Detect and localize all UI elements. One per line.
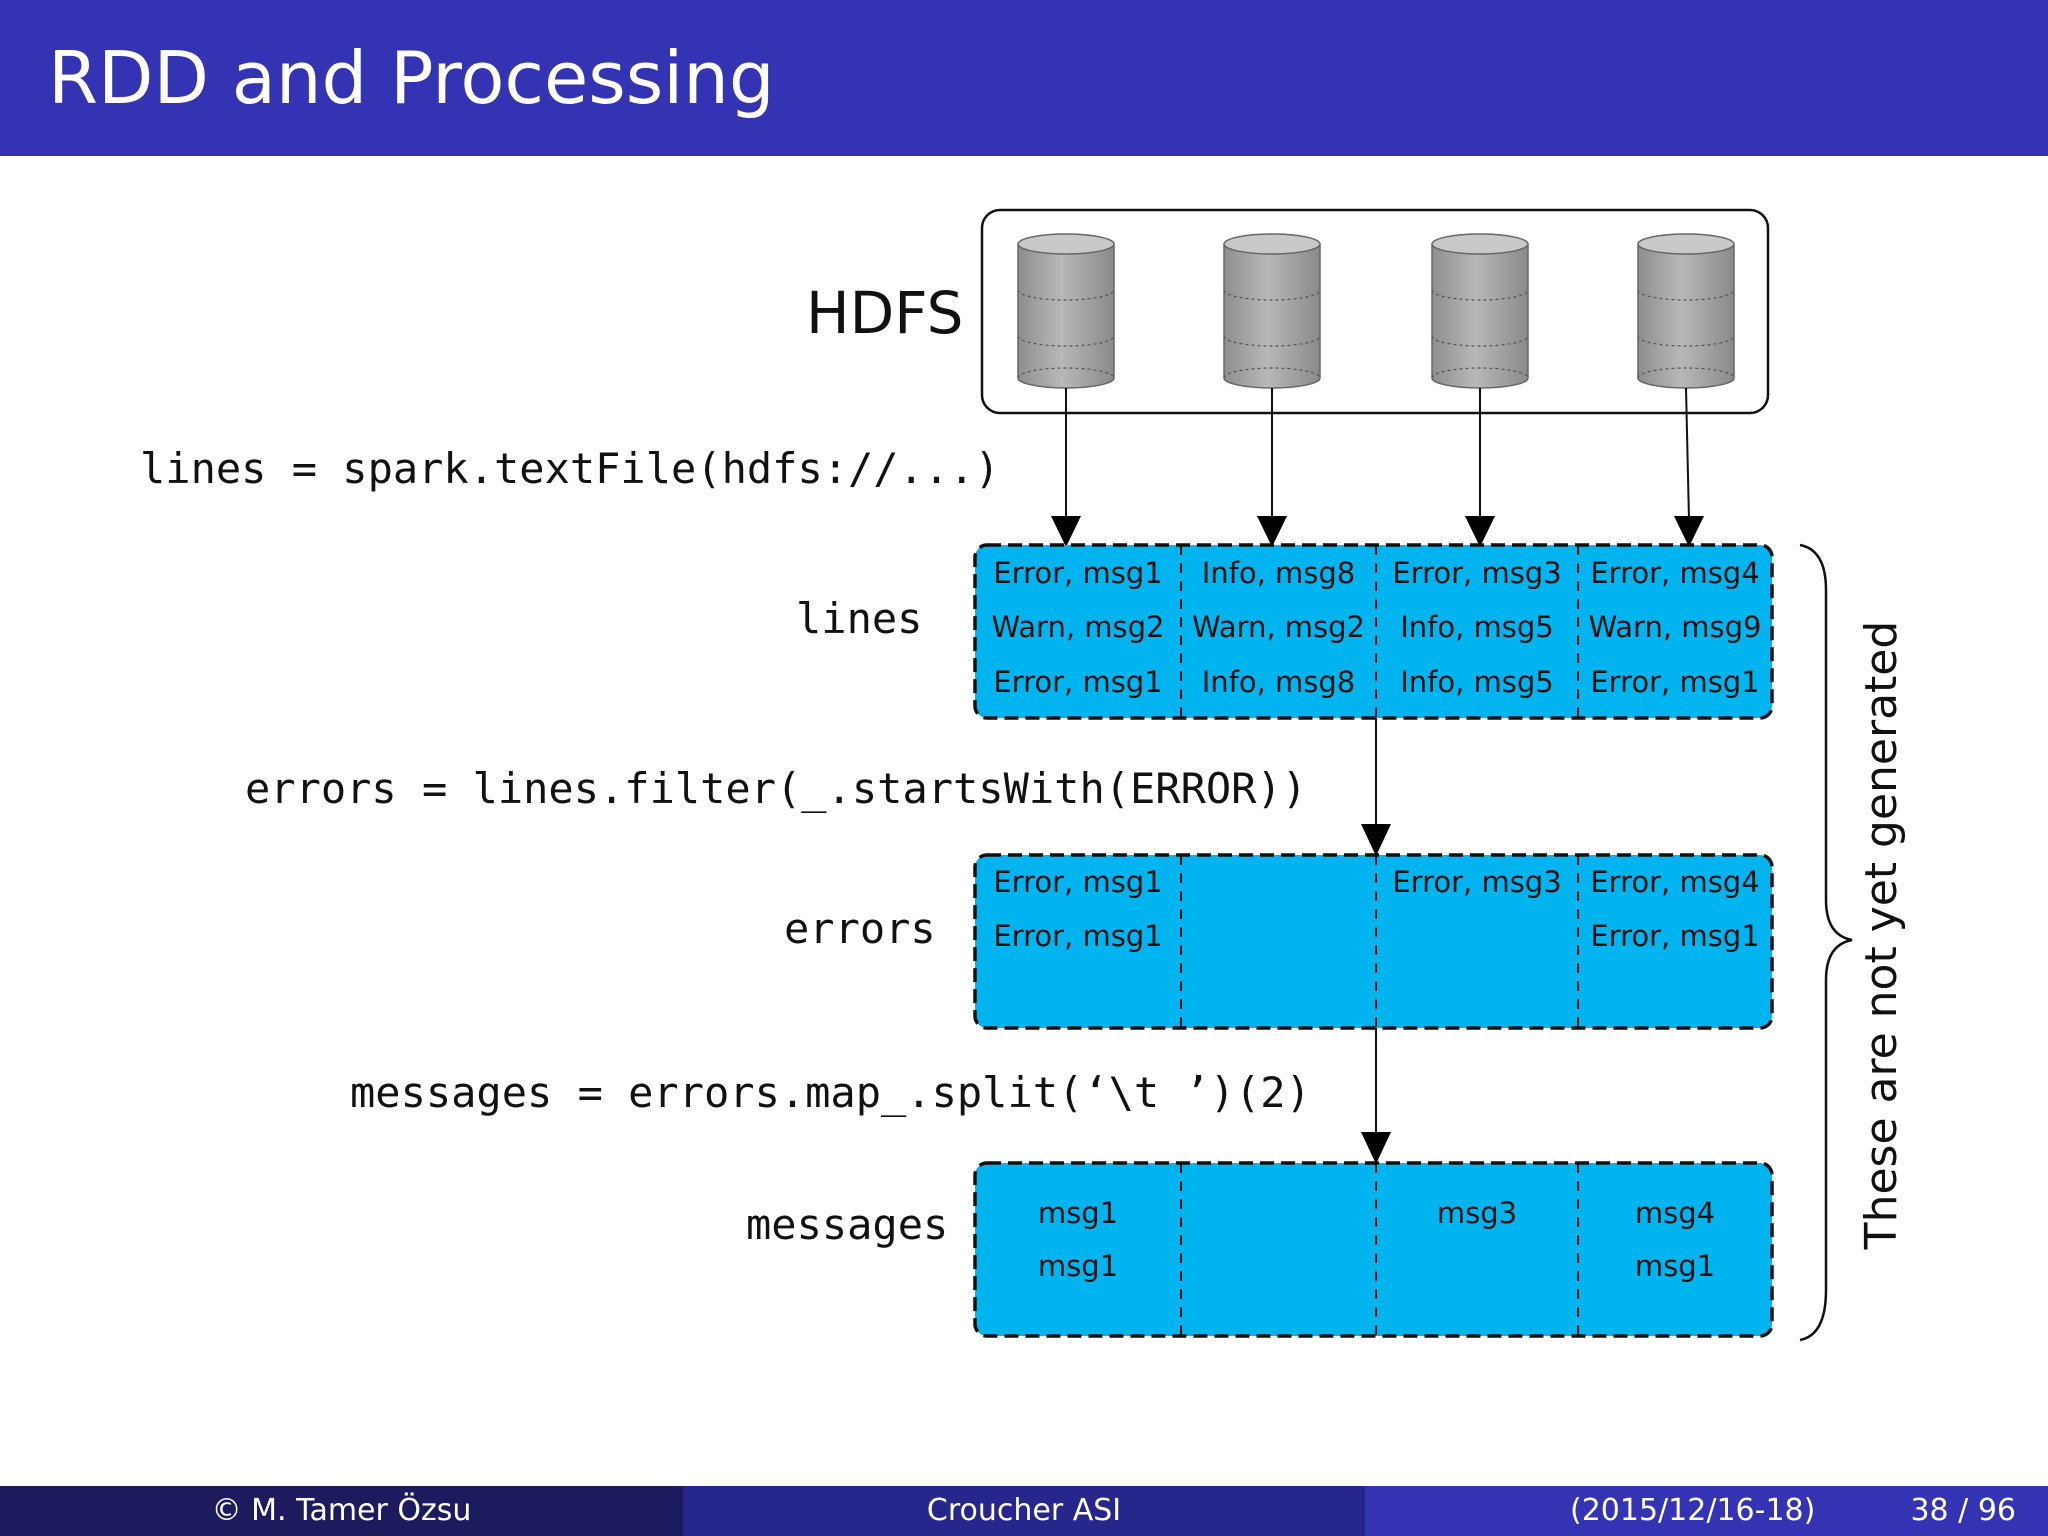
partition-record: Error, msg1 xyxy=(993,665,1162,699)
partition-record: msg4 xyxy=(1635,1196,1715,1230)
partition-record: Error, msg1 xyxy=(993,865,1162,899)
hdfs-disks xyxy=(1017,233,1735,389)
rdd-box xyxy=(973,853,1774,1030)
partition-record: Warn, msg2 xyxy=(991,610,1164,644)
arrowhead xyxy=(1465,516,1495,547)
footer-right: (2015/12/16-18) 38 / 96 xyxy=(1365,1486,2048,1536)
rdd-label-lines: lines xyxy=(796,594,923,643)
hdfs-disk-icon xyxy=(1637,233,1735,389)
partition-record: Error, msg4 xyxy=(1590,865,1759,899)
rdd-box xyxy=(973,543,1774,720)
hdfs-to-lines-arrow xyxy=(1685,387,1690,521)
partition-record: msg1 xyxy=(1038,1249,1118,1283)
partition-record: Info, msg8 xyxy=(1202,665,1356,699)
partition-record: Info, msg8 xyxy=(1202,556,1356,590)
partition-record: msg1 xyxy=(1635,1249,1715,1283)
arrowhead xyxy=(1257,516,1287,547)
footer-event: Croucher ASI xyxy=(683,1486,1365,1536)
partition-record: msg1 xyxy=(1038,1196,1118,1230)
partition-record: Error, msg4 xyxy=(1590,556,1759,590)
partition-record: Warn, msg9 xyxy=(1588,610,1761,644)
partition-record: Info, msg5 xyxy=(1400,665,1554,699)
rdd-arrows xyxy=(1361,718,1391,1164)
footer-author: © M. Tamer Özsu xyxy=(0,1486,683,1536)
partition-record: Error, msg1 xyxy=(993,556,1162,590)
partition-record: Error, msg1 xyxy=(1590,919,1759,953)
code-errors: errors = lines.filter(_.startsWith(ERROR… xyxy=(245,764,1308,813)
partition-record: Info, msg5 xyxy=(1400,610,1554,644)
hdfs-disk-icon xyxy=(1017,233,1115,389)
partition-record: Error, msg1 xyxy=(993,919,1162,953)
partition-record: Error, msg3 xyxy=(1392,556,1561,590)
partition-record: Error, msg1 xyxy=(1590,665,1759,699)
arrowhead xyxy=(1674,516,1704,547)
arrowhead xyxy=(1361,1132,1391,1164)
code-messages: messages = errors.map_.split(‘\t ’)(2) xyxy=(350,1068,1311,1117)
partition-record: Warn, msg2 xyxy=(1192,610,1365,644)
title-bar: RDD and Processing xyxy=(0,0,2048,156)
hdfs-disk-icon xyxy=(1223,233,1321,389)
footer: © M. Tamer Özsu Croucher ASI (2015/12/16… xyxy=(0,1486,2048,1536)
partition-record: msg3 xyxy=(1437,1196,1517,1230)
not-generated-note: These are not yet generated xyxy=(1856,620,1907,1250)
brace xyxy=(1799,543,1853,1342)
rdd-label-errors: errors xyxy=(784,904,936,953)
rdd-box xyxy=(973,1161,1774,1338)
footer-date: (2015/12/16-18) xyxy=(1570,1493,1816,1528)
hdfs-container xyxy=(980,208,1770,415)
rdd-messages: msg1 msg1 msg3 msg4 msg1 xyxy=(973,1161,1774,1338)
hdfs-disk-icon xyxy=(1431,233,1529,389)
partition-record: Error, msg3 xyxy=(1392,865,1561,899)
hdfs-arrows xyxy=(1051,387,1704,547)
slide-title: RDD and Processing xyxy=(48,36,775,120)
hdfs-label: HDFS xyxy=(806,279,964,347)
footer-page-number: 38 / 96 xyxy=(1910,1493,2016,1528)
arrowhead xyxy=(1051,516,1081,547)
rdd-label-messages: messages xyxy=(746,1200,949,1249)
arrowhead xyxy=(1361,824,1391,856)
code-lines: lines = spark.textFile(hdfs://...) xyxy=(140,444,1000,493)
